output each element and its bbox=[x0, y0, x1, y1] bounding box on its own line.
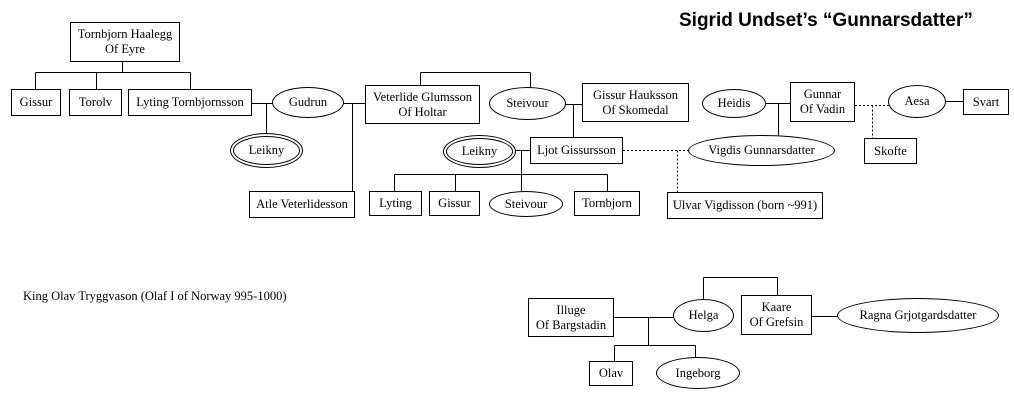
page-title: Sigrid Undset’s “Gunnarsdatter” bbox=[679, 10, 973, 31]
node-tornbjorn-haalegg: Tornbjorn Haalegg Of Eyre bbox=[70, 22, 180, 62]
node-gissur-1: Gissur bbox=[11, 89, 61, 116]
node-steivour-1: Steivour bbox=[489, 87, 566, 120]
node-veterlide-glumsson: Veterlide Glumsson Of Holtar bbox=[365, 85, 480, 124]
node-atle-veterlidesson: Atle Veterlidesson bbox=[249, 191, 355, 218]
dotted-connectors bbox=[623, 105, 891, 192]
node-lyting-2: Lyting bbox=[369, 191, 422, 216]
node-lyting-tornbjornsson: Lyting Tornbjornsson bbox=[128, 89, 252, 116]
solid-connectors bbox=[35, 62, 963, 361]
node-leikny-2: Leikny bbox=[443, 135, 516, 168]
node-torolv: Torolv bbox=[69, 89, 122, 116]
node-gunnar-of-vadin: Gunnar Of Vadin bbox=[790, 82, 855, 122]
node-tornbjorn-2: Tornbjorn bbox=[574, 191, 640, 216]
node-gissur-hauksson: Gissur Hauksson Of Skomedal bbox=[582, 83, 689, 122]
node-heidis: Heidis bbox=[702, 89, 766, 118]
node-helga: Helga bbox=[673, 299, 734, 332]
node-skofte: Skofte bbox=[864, 138, 917, 164]
node-olav: Olav bbox=[589, 361, 633, 386]
node-aesa: Aesa bbox=[888, 85, 946, 118]
node-kaare: Kaare Of Grefsin bbox=[741, 295, 812, 335]
node-svart: Svart bbox=[963, 89, 1009, 115]
node-ingeborg: Ingeborg bbox=[656, 357, 740, 389]
node-illuge: Illuge Of Bargstadin bbox=[528, 298, 614, 337]
node-vigdis-gunnarsdatter: Vigdis Gunnarsdatter bbox=[688, 135, 835, 166]
node-steivour-2: Steivour bbox=[489, 191, 563, 217]
node-gissur-2: Gissur bbox=[429, 191, 480, 216]
node-leikny-1: Leikny bbox=[230, 133, 303, 168]
node-ulvar-vigdisson: Ulvar Vigdisson (born ~991) bbox=[667, 192, 823, 219]
node-ljot-gissursson: Ljot Gissursson bbox=[530, 137, 623, 164]
node-ragna-grjotgardsdatter: Ragna Grjotgardsdatter bbox=[837, 298, 999, 333]
king-olav-note: King Olav Tryggvason (Olaf I of Norway 9… bbox=[23, 289, 287, 303]
node-gudrun: Gudrun bbox=[272, 87, 344, 118]
